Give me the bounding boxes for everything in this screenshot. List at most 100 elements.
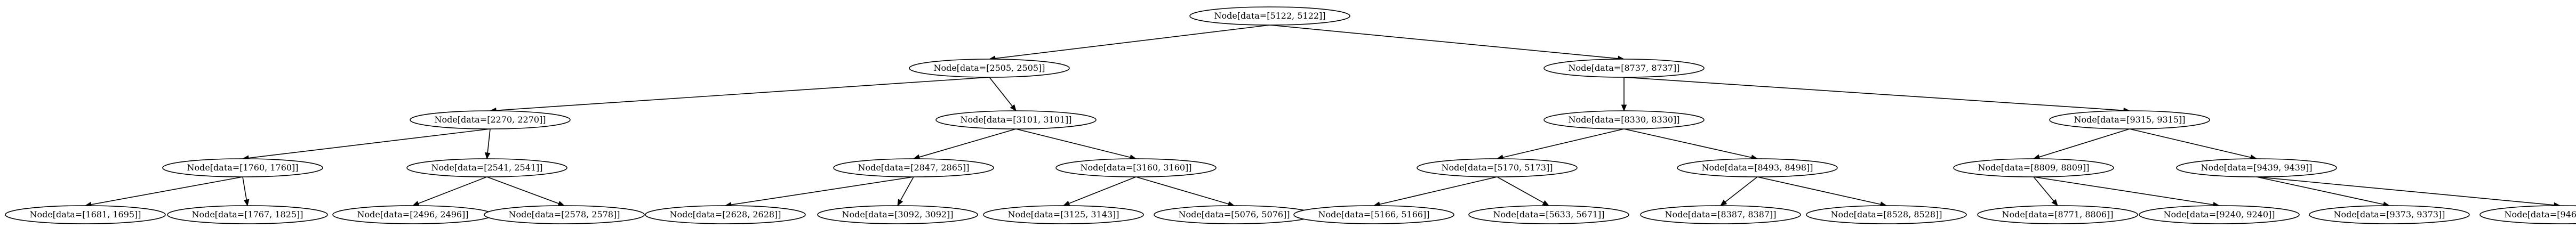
edge-line xyxy=(995,25,1270,59)
edge-line xyxy=(919,128,1017,158)
node-label: Node[data=[9439, 9439]] xyxy=(2201,162,2312,173)
tree-edge xyxy=(2033,128,2130,160)
edge-line xyxy=(248,128,491,159)
node-ellipse xyxy=(1806,205,1967,224)
tree-edge xyxy=(486,176,565,206)
node-label: Node[data=[2270, 2270]] xyxy=(434,115,546,125)
tree-edge xyxy=(1757,176,1887,207)
edge-line xyxy=(900,176,914,201)
tree-node: Node[data=[1767, 1825]] xyxy=(167,205,328,224)
node-label: Node[data=[3125, 3143]] xyxy=(1007,209,1119,219)
tree-node: Node[data=[9373, 9373]] xyxy=(2309,205,2470,224)
arrowhead-icon xyxy=(243,199,250,207)
node-ellipse xyxy=(2309,205,2470,224)
node-ellipse xyxy=(935,110,1097,129)
node-label: Node[data=[2541, 2541]] xyxy=(431,162,542,173)
tree-edge xyxy=(1062,176,1137,206)
tree-edge xyxy=(1015,128,1137,160)
node-ellipse xyxy=(1543,59,1705,78)
tree-edge xyxy=(913,128,1017,160)
node-ellipse xyxy=(645,205,806,224)
node-ellipse xyxy=(2176,158,2337,177)
node-label: Node[data=[9315, 9315]] xyxy=(2074,115,2185,125)
edge-line xyxy=(418,176,487,204)
edge-line xyxy=(487,128,491,153)
node-ellipse xyxy=(1640,205,1801,224)
tree-edge xyxy=(1135,176,1235,207)
tree-edge xyxy=(242,176,250,207)
tree-node: Node[data=[8771, 8806]] xyxy=(1977,205,2138,224)
edge-line xyxy=(495,77,990,111)
tree-node: Node[data=[8330, 8330]] xyxy=(1543,110,1705,129)
nodes-layer: Node[data=[5122, 5122]] Node[data=[2505, … xyxy=(5,6,2576,224)
node-label: Node[data=[2847, 2865]] xyxy=(858,162,969,173)
node-ellipse xyxy=(1977,205,2138,224)
tree-node: Node[data=[9315, 9315]] xyxy=(2049,110,2210,129)
arrowhead-icon xyxy=(2051,199,2058,207)
node-ellipse xyxy=(983,205,1144,224)
tree-node: Node[data=[8809, 8809]] xyxy=(1953,158,2114,177)
node-label: Node[data=[8387, 8387]] xyxy=(1665,209,1776,219)
tree-edge xyxy=(1373,176,1498,207)
node-label: Node[data=[5170, 5173]] xyxy=(1441,162,1553,173)
edge-line xyxy=(2129,128,2251,158)
node-ellipse xyxy=(1953,158,2114,177)
node-ellipse xyxy=(2139,205,2300,224)
node-ellipse xyxy=(406,158,567,177)
edge-line xyxy=(91,176,243,205)
node-ellipse xyxy=(909,59,1070,78)
node-label: Node[data=[1681, 1695]] xyxy=(29,209,141,219)
tree-node: Node[data=[2541, 2541]] xyxy=(406,158,567,177)
edge-line xyxy=(1502,128,1625,158)
tree-edge xyxy=(1496,128,1625,160)
tree-edge xyxy=(989,77,1017,112)
node-label: Node[data=[2628, 2628]] xyxy=(669,209,781,219)
node-label: Node[data=[9240, 9240]] xyxy=(2163,209,2275,219)
tree-edge xyxy=(988,25,1270,61)
edge-line xyxy=(1623,77,2124,111)
arrowhead-icon xyxy=(1062,200,1070,206)
edge-line xyxy=(1269,25,1619,59)
node-label: Node[data=[1767, 1825]] xyxy=(191,209,303,219)
arrowhead-icon xyxy=(1542,200,1550,206)
tree-node: Node[data=[8737, 8737]] xyxy=(1543,59,1705,78)
node-label: Node[data=[8771, 8806]] xyxy=(2002,209,2113,219)
tree-node: Node[data=[2505, 2505]] xyxy=(909,59,1070,78)
edge-line xyxy=(2033,176,2054,202)
arrowhead-icon xyxy=(412,200,420,206)
tree-edge xyxy=(2033,176,2058,207)
node-label: Node[data=[3160, 3160]] xyxy=(1080,162,1191,173)
tree-edge xyxy=(1497,176,1550,206)
edge-line xyxy=(1015,128,1131,158)
edge-line xyxy=(2033,176,2214,206)
arrowhead-icon xyxy=(1621,104,1627,112)
tree-node: Node[data=[8493, 8498]] xyxy=(1677,158,1838,177)
node-ellipse xyxy=(162,158,323,177)
node-ellipse xyxy=(167,205,328,224)
tree-node: Node[data=[3092, 3092]] xyxy=(817,205,978,224)
node-ellipse xyxy=(817,205,978,224)
node-ellipse xyxy=(1189,6,1350,26)
edge-line xyxy=(1757,176,1881,205)
node-ellipse xyxy=(833,158,994,177)
node-label: Node[data=[2505, 2505]] xyxy=(933,63,1045,73)
tree-node: Node[data=[5170, 5173]] xyxy=(1417,158,1578,177)
node-ellipse xyxy=(410,110,571,129)
arrowhead-icon xyxy=(557,201,565,206)
node-label: Node[data=[8330, 8330]] xyxy=(1568,115,1679,125)
tree-node: Node[data=[5122, 5122]] xyxy=(1189,6,1350,26)
tree-edge xyxy=(1269,25,1625,62)
tree-edge xyxy=(2256,176,2390,207)
arrowhead-icon xyxy=(1719,199,1727,206)
node-label: Node[data=[9373, 9373]] xyxy=(2333,209,2445,219)
node-label: Node[data=[8737, 8737]] xyxy=(1568,63,1679,73)
tree-node: Node[data=[9439, 9439]] xyxy=(2176,158,2337,177)
tree-edge xyxy=(412,176,487,206)
tree-edge xyxy=(1621,77,1627,112)
tree-edge xyxy=(724,176,914,208)
node-label: Node[data=[8528, 8528]] xyxy=(1830,209,1942,219)
node-ellipse xyxy=(1677,158,1838,177)
edge-line xyxy=(242,176,247,200)
tree-node: Node[data=[2496, 2496]] xyxy=(332,205,493,224)
